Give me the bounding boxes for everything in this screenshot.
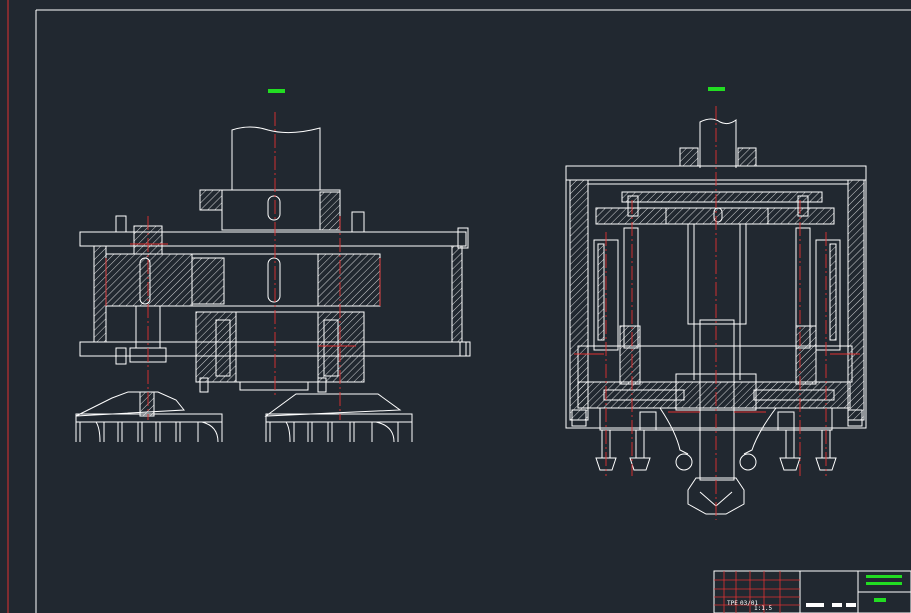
drawing-frame [7, 0, 911, 613]
right-view-centerlines [574, 106, 860, 520]
left-view-marker [268, 89, 285, 93]
right-view-marker [708, 87, 725, 91]
title-block [713, 570, 911, 613]
title-block-label-a: TPE [727, 600, 738, 607]
title-block-label-b: 03/01 [740, 600, 759, 607]
title-block-label-c: 1:1.5 [754, 605, 773, 612]
left-assembly-view [75, 89, 471, 443]
left-view-centerlines [105, 112, 381, 420]
